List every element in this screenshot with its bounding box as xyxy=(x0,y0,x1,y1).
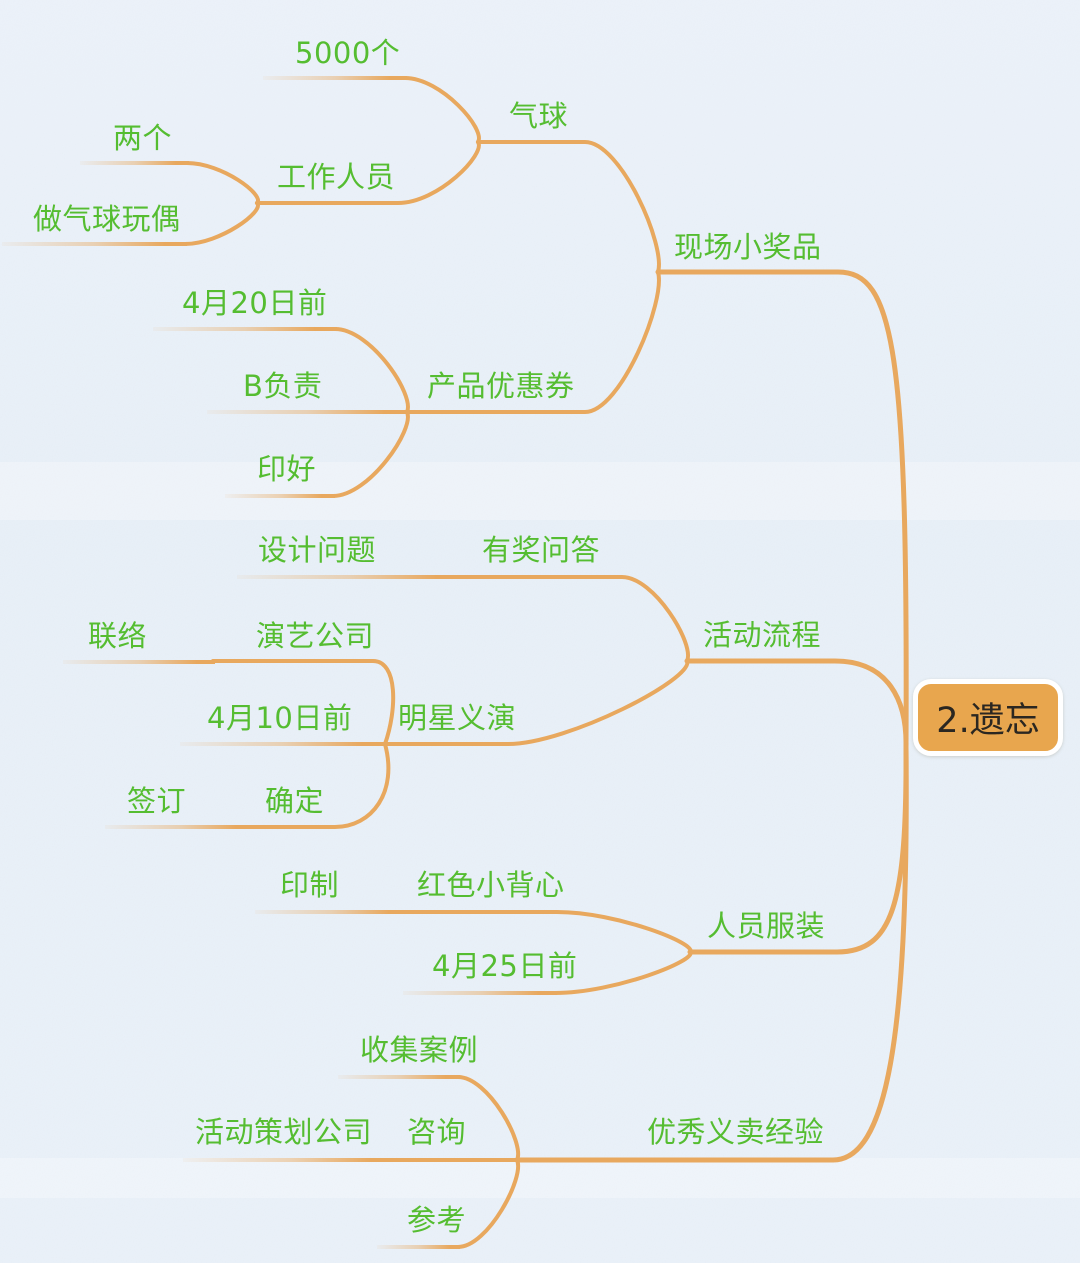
connector-product-coupons xyxy=(405,270,661,414)
node-b-responsible[interactable]: B负责 xyxy=(243,369,323,403)
node-two[interactable]: 两个 xyxy=(113,121,173,155)
root-node[interactable]: 2.遗忘 xyxy=(913,679,1063,756)
underline-before-april-20 xyxy=(153,327,337,331)
connector-two xyxy=(185,161,260,205)
node-confirm[interactable]: 确定 xyxy=(265,784,325,818)
underline-print xyxy=(255,910,407,914)
underline-b-responsible xyxy=(207,410,409,414)
node-sign-contract[interactable]: 签订 xyxy=(127,784,187,818)
connector-confirm xyxy=(250,742,391,829)
connector-5000-count xyxy=(403,76,481,144)
underline-collect-cases xyxy=(338,1075,460,1079)
connector-staff xyxy=(255,140,481,205)
node-consult[interactable]: 咨询 xyxy=(407,1115,467,1149)
node-before-april-10[interactable]: 4月10日前 xyxy=(207,701,353,735)
node-contact[interactable]: 联络 xyxy=(88,619,148,653)
underline-before-april-10 xyxy=(180,742,387,746)
underline-printed xyxy=(225,494,335,498)
node-celebrity-performance[interactable]: 明星义演 xyxy=(398,701,517,735)
node-reference[interactable]: 参考 xyxy=(407,1203,467,1237)
node-printed[interactable]: 印好 xyxy=(257,452,317,486)
underline-contact xyxy=(63,660,215,664)
node-staff-clothing[interactable]: 人员服装 xyxy=(707,909,826,943)
underline-two xyxy=(80,161,189,165)
node-before-april-25[interactable]: 4月25日前 xyxy=(432,949,578,983)
connector-event-process xyxy=(684,658,909,750)
connector-onsite-prizes xyxy=(655,269,909,750)
node-event-planning-company[interactable]: 活动策划公司 xyxy=(195,1115,373,1149)
connector-performance-company xyxy=(211,659,396,746)
connector-balloons xyxy=(476,140,661,274)
leaf-connectors xyxy=(183,76,693,1249)
connector-before-april-25 xyxy=(553,950,693,995)
node-charity-sale-experience[interactable]: 优秀义卖经验 xyxy=(647,1115,825,1149)
underline-5000-count xyxy=(263,76,407,80)
node-product-coupons[interactable]: 产品优惠券 xyxy=(427,369,575,403)
connector-reference xyxy=(456,1158,521,1249)
node-before-april-20[interactable]: 4月20日前 xyxy=(182,286,328,320)
node-staff[interactable]: 工作人员 xyxy=(277,160,396,194)
connector-balloon-dolls xyxy=(183,201,260,246)
node-red-vest[interactable]: 红色小背心 xyxy=(417,868,565,902)
connector-prize-quiz xyxy=(460,575,690,663)
underline-balloon-dolls xyxy=(2,242,187,246)
node-prize-quiz[interactable]: 有奖问答 xyxy=(482,533,601,567)
node-event-process[interactable]: 活动流程 xyxy=(703,618,822,652)
node-performance-company[interactable]: 演艺公司 xyxy=(256,619,375,653)
subnode-connectors xyxy=(211,140,693,1162)
root-node-label: 2.遗忘 xyxy=(936,701,1040,741)
connector-red-vest xyxy=(403,910,693,954)
underline-planning-company xyxy=(183,1158,397,1162)
node-balloons[interactable]: 气球 xyxy=(509,99,569,133)
node-print[interactable]: 印制 xyxy=(280,868,340,902)
underline-design-questions xyxy=(237,575,464,579)
node-onsite-prizes[interactable]: 现场小奖品 xyxy=(674,230,822,264)
connector-celebrity-performance xyxy=(383,659,690,746)
node-collect-cases[interactable]: 收集案例 xyxy=(360,1033,479,1067)
branch-connectors xyxy=(514,269,909,1163)
underline-reference xyxy=(377,1245,460,1249)
connector-collect-cases xyxy=(456,1075,521,1162)
connector-sale-experience xyxy=(514,744,909,1163)
node-balloon-dolls[interactable]: 做气球玩偶 xyxy=(33,202,181,236)
underline-before-april-25 xyxy=(403,991,557,995)
connector-printed xyxy=(331,410,410,498)
underline-sign-contract xyxy=(105,825,254,829)
node-design-questions[interactable]: 设计问题 xyxy=(258,533,377,567)
node-underlines xyxy=(2,76,557,1249)
node-5000-count[interactable]: 5000个 xyxy=(295,36,401,70)
connector-before-april-20 xyxy=(333,327,410,414)
